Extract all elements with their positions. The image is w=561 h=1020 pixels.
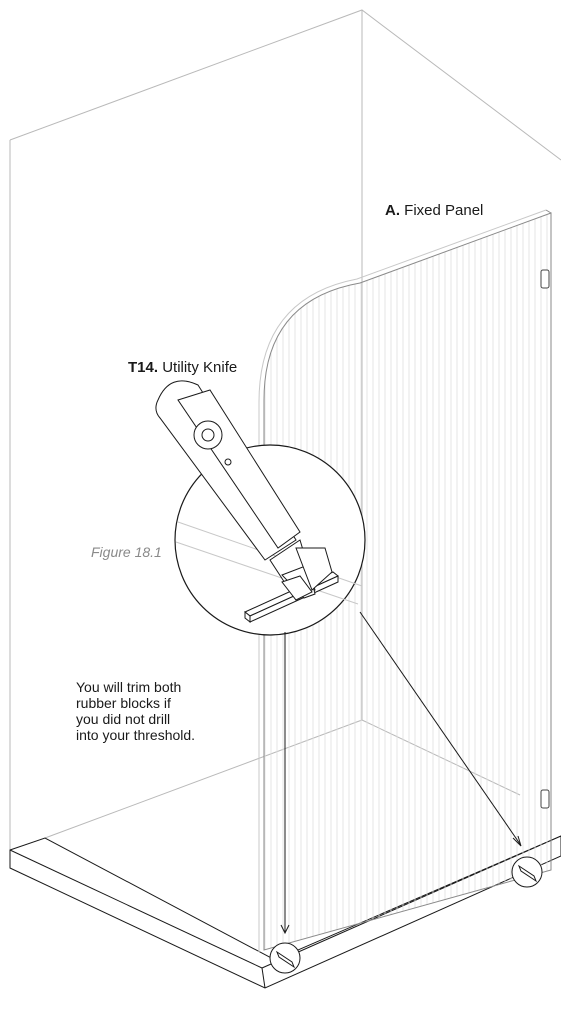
fixed-panel-name: Fixed Panel (404, 202, 484, 219)
note-line: you did not drill (76, 711, 171, 727)
utility-knife-icon (155, 380, 333, 601)
utility-knife-label: T14. Utility Knife (128, 359, 237, 376)
hinge-bottom (540, 789, 550, 809)
note-line: into your threshold. (76, 727, 196, 743)
trim-note: You will trim both rubber blocks if you … (76, 679, 216, 743)
leader-arrows (280, 611, 522, 935)
arrow-to-right-block (359, 611, 521, 845)
fixed-panel-code: A. (385, 202, 400, 219)
note-line: You will trim both (76, 679, 182, 695)
rubber-block-left (269, 942, 301, 974)
hinge-top (540, 269, 550, 289)
fixed-glass-panel (258, 209, 552, 952)
fixed-panel-label: A. Fixed Panel (385, 202, 483, 219)
utility-knife-name: Utility Knife (162, 359, 238, 376)
utility-knife-code: T14. (128, 359, 159, 376)
rubber-block-right (511, 856, 543, 888)
glass-panel-face (263, 212, 552, 951)
note-line: rubber blocks if (76, 695, 171, 711)
magnifier-detail (155, 380, 366, 636)
figure-caption: Figure 18.1 (91, 544, 162, 560)
back-wall-outline (9, 9, 561, 161)
rubber-block-callouts (269, 856, 543, 974)
